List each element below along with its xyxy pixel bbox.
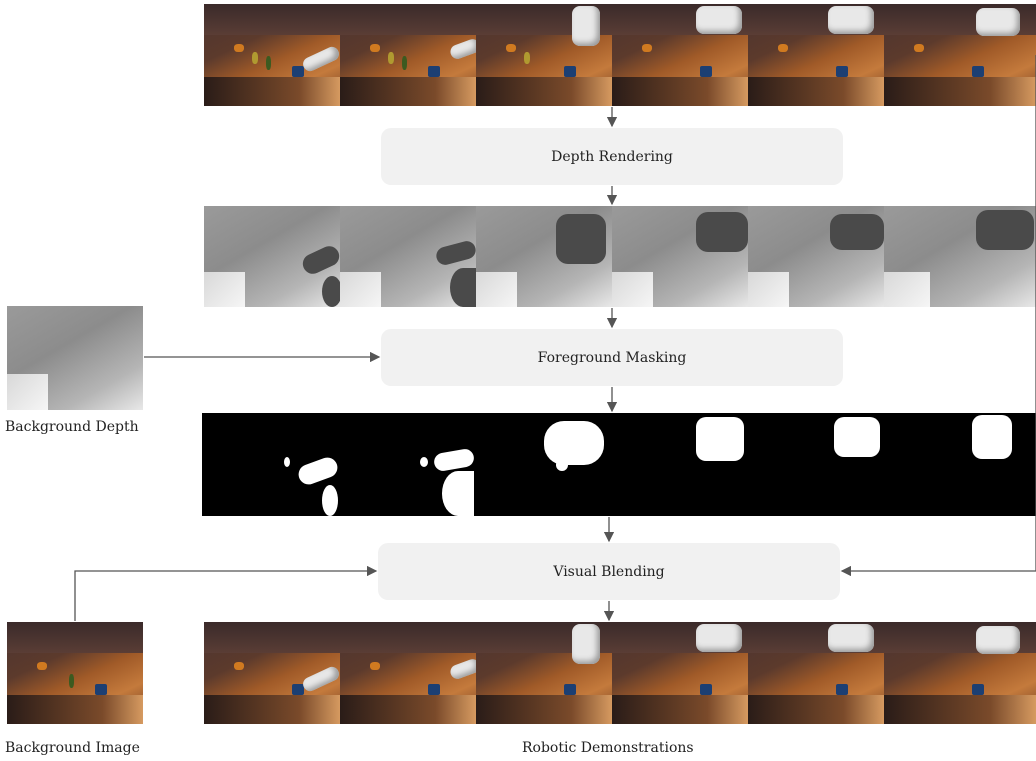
arrow-background-image-to-blending xyxy=(74,565,378,621)
output-frame-1 xyxy=(204,622,340,724)
mask-frame-4 xyxy=(610,413,746,516)
input-frame-4 xyxy=(612,4,748,106)
mask-frame-5 xyxy=(746,413,882,516)
output-frame-5 xyxy=(748,622,884,724)
depth-rendering-step: Depth Rendering xyxy=(381,128,843,185)
depth-frames-strip xyxy=(204,206,1036,307)
depth-frame-1 xyxy=(204,206,340,307)
output-frame-6 xyxy=(884,622,1036,724)
output-frame-4 xyxy=(612,622,748,724)
output-frames-strip xyxy=(204,622,1036,724)
visual-blending-label: Visual Blending xyxy=(553,563,665,580)
input-frame-5 xyxy=(748,4,884,106)
foreground-masking-step: Foreground Masking xyxy=(381,329,843,386)
input-frame-1 xyxy=(204,4,340,106)
depth-rendering-label: Depth Rendering xyxy=(551,148,673,165)
input-frame-6 xyxy=(884,4,1036,106)
arrow-input-frames-to-blending xyxy=(840,55,1036,577)
background-depth-caption: Background Depth xyxy=(5,419,139,435)
input-frame-3 xyxy=(476,4,612,106)
foreground-masking-label: Foreground Masking xyxy=(537,349,687,366)
depth-frame-6 xyxy=(884,206,1036,307)
background-image-caption: Background Image xyxy=(5,740,140,756)
mask-frames-strip xyxy=(202,413,1036,516)
depth-frame-2 xyxy=(340,206,476,307)
mask-frame-3 xyxy=(474,413,610,516)
mask-frame-6 xyxy=(882,413,1036,516)
input-frames-strip xyxy=(204,4,1036,106)
depth-frame-4 xyxy=(612,206,748,307)
robotic-demonstrations-caption: Robotic Demonstrations xyxy=(522,740,694,756)
depth-frame-5 xyxy=(748,206,884,307)
output-frame-3 xyxy=(476,622,612,724)
input-frame-2 xyxy=(340,4,476,106)
mask-frame-1 xyxy=(202,413,338,516)
output-frame-2 xyxy=(340,622,476,724)
visual-blending-step: Visual Blending xyxy=(378,543,840,600)
mask-frame-2 xyxy=(338,413,474,516)
depth-frame-3 xyxy=(476,206,612,307)
background-image xyxy=(7,622,143,724)
background-depth-image xyxy=(7,306,143,410)
